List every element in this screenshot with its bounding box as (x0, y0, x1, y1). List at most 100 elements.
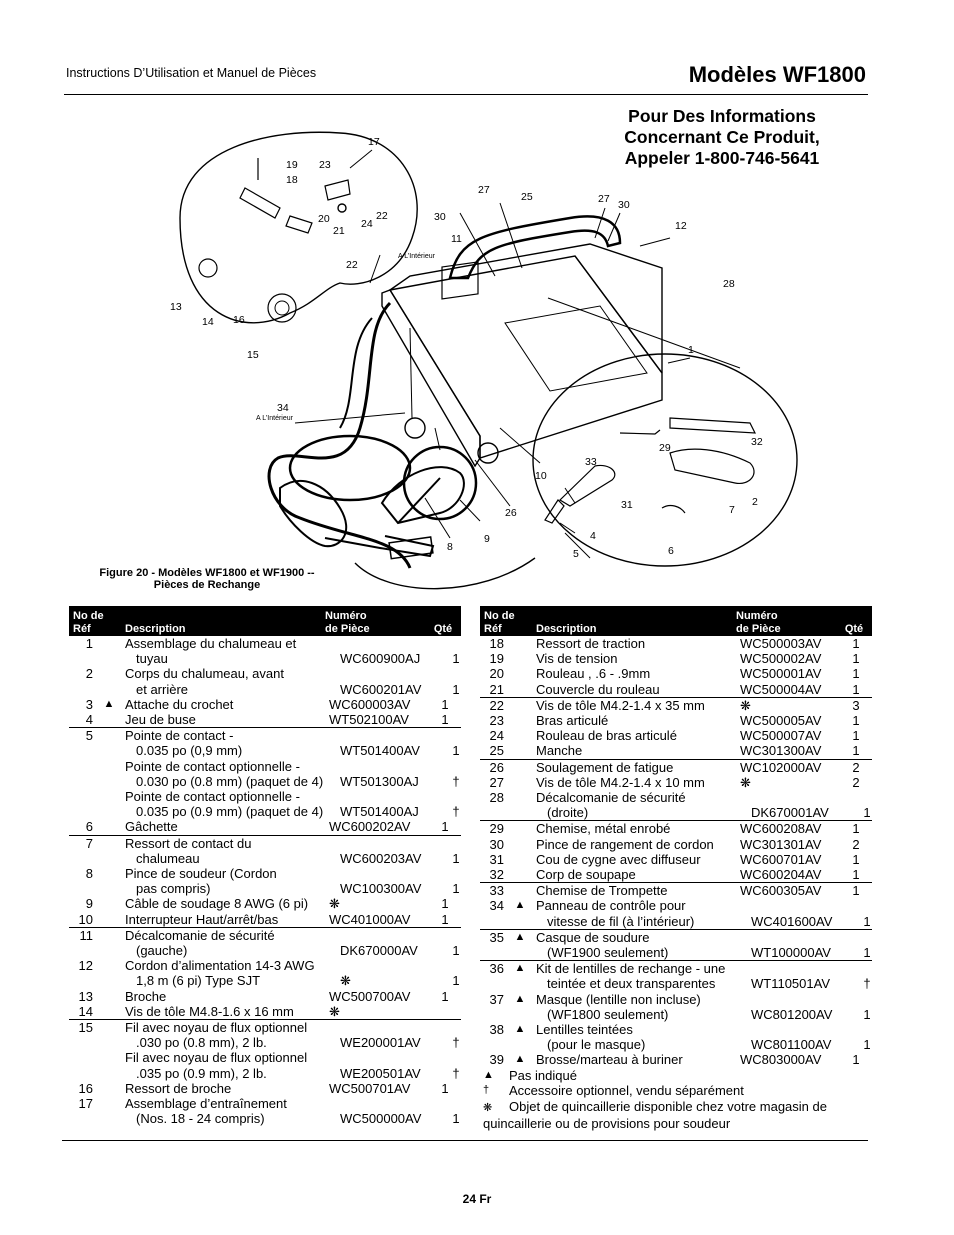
part-number-cell: WC600204AV (740, 867, 822, 883)
qty-cell: 1 (863, 945, 871, 961)
description-cell: pas compris) (136, 881, 211, 897)
description-cell: Cordon d’alimentation 14-3 AWG (125, 958, 315, 974)
symbol-cell: ▲ (514, 1053, 526, 1066)
qty-cell: 1 (441, 988, 449, 1004)
part-number-cell: WT501400AJ (340, 804, 419, 820)
qty-cell: 1 (441, 896, 449, 912)
description-cell: Vis de tôle M4.2-1.4 x 10 mm (536, 774, 705, 790)
callout-label: 2 (752, 496, 758, 508)
description-cell: 1,8 m (6 pi) Type SJT (136, 973, 261, 989)
part-number-cell: WC500701AV (329, 1080, 411, 1096)
ref-cell: 8 (85, 866, 93, 882)
callout-label: 31 (621, 499, 633, 511)
ref-cell: 9 (85, 896, 93, 912)
symbol-cell: ▲ (514, 899, 526, 912)
description-cell: (WF1800 seulement) (547, 1006, 669, 1022)
manual-title: Instructions D’Utilisation et Manuel de … (66, 66, 317, 80)
callout-label: 27 (598, 193, 610, 205)
callout-label: 23 (319, 159, 331, 171)
header-qty: Qté (433, 622, 453, 635)
part-number-cell: WC500002AV (740, 651, 822, 667)
ref-cell: 15 (78, 1020, 93, 1036)
part-number-cell: WC600202AV (329, 819, 411, 835)
parts-diagram: 17 19 18 23 20 21 22 24 22 13 14 16 15 2… (150, 128, 810, 598)
symbol-cell: ▲ (103, 697, 115, 710)
description-cell: Lentilles teintées (536, 1022, 633, 1038)
ref-cell: 6 (85, 819, 93, 835)
description-cell: tuyau (136, 651, 168, 667)
ground-clamp (380, 466, 465, 525)
table-row: 1,8 m (6 pi) Type SJT❋1 (69, 973, 461, 988)
description-cell: Panneau de contrôle pour (536, 898, 686, 914)
ref-cell: 39 (489, 1052, 504, 1068)
callout-line: Concernant Ce Produit, (624, 127, 820, 147)
qty-cell: 1 (452, 850, 460, 866)
description-cell: (pour le masque) (547, 1037, 646, 1053)
table-row: Fil avec noyau de flux optionnel (69, 1050, 461, 1065)
description-cell: Chemise de Trompette (536, 883, 668, 899)
qty-cell: † (863, 976, 871, 992)
welder-body (381, 289, 481, 468)
ref-cell: 14 (78, 1003, 93, 1019)
symbol-cell: ▲ (514, 930, 526, 943)
callout-label: 26 (505, 507, 517, 519)
callout-label: 29 (659, 442, 671, 454)
description-cell: et arrière (136, 681, 189, 697)
note-optional: † Accessoire optionnel, vendu séparément (483, 1083, 873, 1098)
header-rule (64, 94, 868, 95)
callout-label: 34 (277, 402, 289, 414)
ref-cell: 16 (78, 1080, 93, 1096)
qty-cell: 1 (863, 1037, 871, 1053)
callout-label: 4 (590, 530, 596, 542)
symbol-cell: ▲ (514, 1023, 526, 1036)
part-number-cell: DK670000AV (340, 943, 418, 959)
ref-cell: 13 (78, 988, 93, 1004)
description-cell: Ressort de broche (125, 1080, 232, 1096)
ref-cell: 12 (78, 958, 93, 974)
part-number-cell: WC500000AV (340, 1111, 422, 1127)
description-cell: Pince de soudeur (Cordon (125, 866, 277, 882)
callout-label: 16 (233, 314, 245, 326)
ref-cell: 11 (79, 927, 94, 943)
ref-cell: 10 (78, 911, 93, 927)
description-cell: Broche (125, 988, 167, 1004)
description-cell: Corps du chalumeau, avant (125, 666, 284, 682)
qty-cell: 1 (452, 881, 460, 897)
qty-cell: † (452, 1035, 460, 1051)
description-cell: Vis de tension (536, 651, 618, 667)
qty-cell: 3 (852, 697, 860, 713)
ref-cell: 20 (489, 666, 504, 682)
description-cell: Décalcomanie de sécurité (536, 790, 686, 806)
callout-label: 21 (333, 225, 345, 237)
qty-cell: 1 (852, 728, 860, 744)
qty-cell: 1 (863, 913, 871, 929)
description-cell: Câble de soudage 8 AWG (6 pi) (125, 896, 309, 912)
note-text: quincaillerie ou de provisions pour soud… (483, 1116, 731, 1132)
qty-cell: 1 (441, 696, 449, 712)
description-cell: 0.035 po (0,9 mm) (136, 743, 243, 759)
part-number-cell: WT110501AV (751, 976, 831, 992)
description-cell: 0.035 po (0.9 mm) (paquet de 4) (136, 804, 324, 820)
qty-cell: 1 (452, 681, 460, 697)
description-cell: Interrupteur Haut/arrêt/bas (125, 911, 279, 927)
callout-label: 5 (573, 548, 579, 560)
